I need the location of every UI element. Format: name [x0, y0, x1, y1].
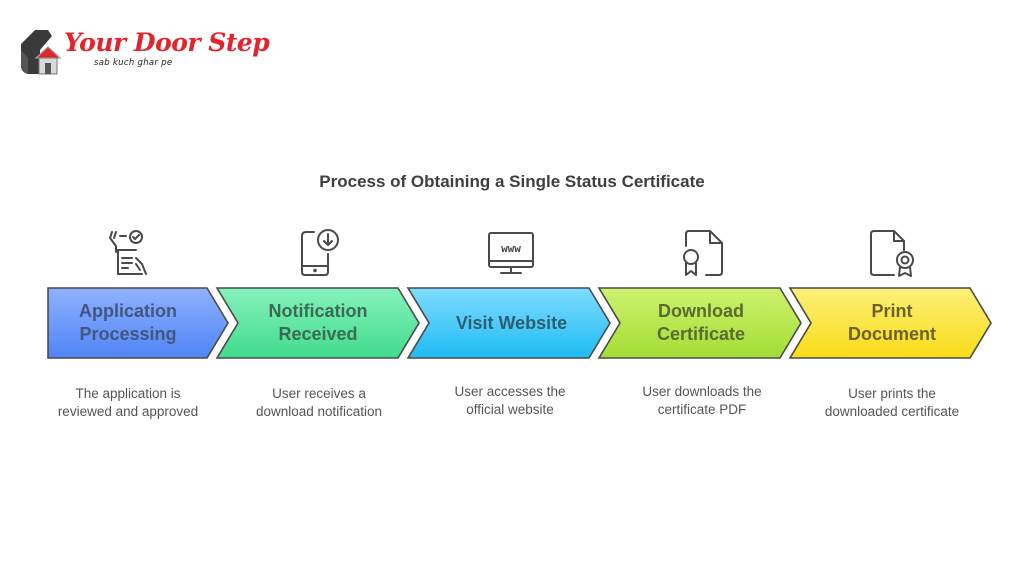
chevron-step-4 — [597, 287, 802, 359]
step-2-label-line2: Received — [278, 324, 358, 344]
step-3-label-line1: Visit Website — [455, 312, 568, 333]
document-badge-icon — [870, 230, 914, 277]
step-5-label-line1: Print — [871, 301, 913, 321]
step-2-label-line1: Notification — [268, 301, 368, 321]
certificate-icon — [683, 230, 723, 276]
brand-tagline: sab kuch ghar pe — [94, 58, 173, 68]
brand-logo: Your Door Step sab kuch ghar pe — [18, 28, 270, 78]
step-4-description: User downloads the certificate PDF — [642, 384, 762, 417]
step-1-label-line1: Application — [79, 301, 177, 321]
chevron-step-3 — [406, 287, 611, 359]
step-3-label: Visit Website — [429, 288, 594, 358]
step-4-label-line2: Certificate — [656, 324, 746, 344]
diagram-title: Process of Obtaining a Single Status Cer… — [319, 172, 705, 191]
www-monitor-icon: www — [488, 232, 534, 274]
step-5-description: User prints the downloaded certificate — [824, 386, 960, 419]
step-5-label-line2: Document — [847, 324, 936, 344]
chevron-step-1 — [47, 287, 229, 359]
step-1-description: The application is reviewed and approved — [57, 386, 199, 419]
brand-name: Your Door Step — [64, 28, 270, 57]
chevron-step-5 — [788, 287, 992, 359]
document-approval-icon — [109, 230, 147, 275]
step-1-label-line2: Processing — [79, 324, 177, 344]
step-2-description: User receives a download notification — [255, 386, 383, 419]
step-4-label-line1: Download — [658, 301, 744, 321]
step-3-description: User accesses the official website — [454, 384, 566, 417]
phone-download-icon — [301, 229, 339, 276]
house-logo-icon — [21, 30, 62, 75]
svg-text:www: www — [501, 242, 521, 255]
chevron-step-2 — [215, 287, 420, 359]
